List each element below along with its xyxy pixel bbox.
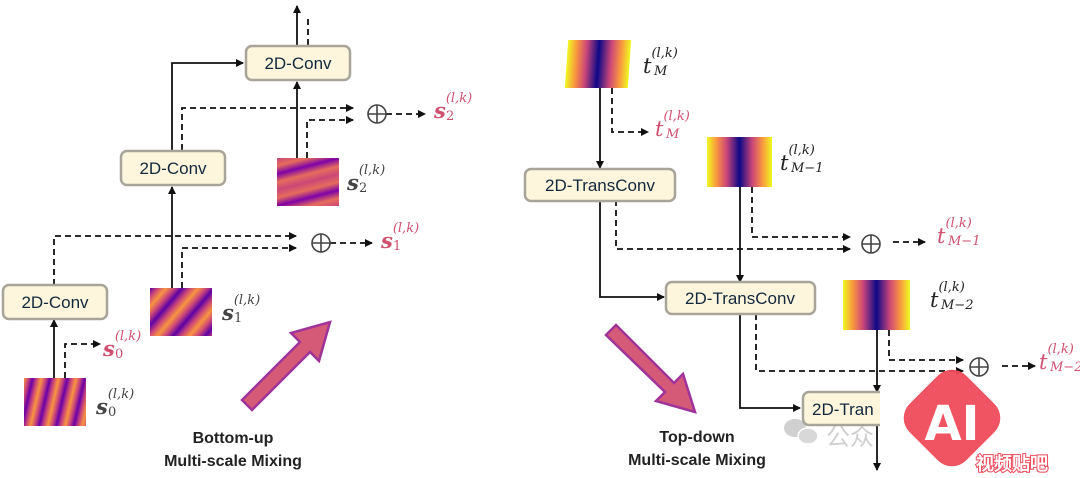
bottom-up-caption-sub: Multi-scale Mixing [164,453,302,470]
bottom-up-arrow-icon [240,320,332,412]
top-down-arrow-icon [604,323,697,414]
top-down-panel: 2D-TransConv 2D-TransConv 2D-Tran t(l,k)… [523,40,1080,471]
svg-text:2D-TransConv: 2D-TransConv [685,289,795,308]
s2-heatmap [277,158,339,206]
svg-text:2D-Conv: 2D-Conv [139,159,207,178]
wechat-watermark: 公众 [784,419,874,451]
svg-text:视频贴吧: 视频贴吧 [976,453,1048,475]
s0-heatmap [24,378,86,426]
svg-text:2D-Tran: 2D-Tran [812,400,874,419]
transconv-block-3: 2D-Tran [801,390,880,427]
add-node-icon [969,357,989,377]
tM-1-heatmap [707,137,772,187]
add-node-icon [861,234,881,254]
svg-text:公众: 公众 [826,423,874,451]
bottom-up-panel: 2D-Conv 2D-Conv 2D-Conv s(l,k)0 s(l,k)1 … [1,5,472,470]
s1-heatmap [150,288,212,336]
add-node-icon [367,104,387,124]
tM-input-label: t(l,k)M [643,46,678,79]
conv-block-bottom: 2D-Conv [1,283,109,321]
svg-text:2D-Conv: 2D-Conv [264,54,332,73]
add-node-icon [311,233,331,253]
tM-1-output-label: t(l,k)M−1 [937,216,980,249]
transconv-block-1: 2D-TransConv [523,167,677,203]
s2-output-label: s(l,k)2 [433,91,472,124]
conv-block-top: 2D-Conv [244,44,352,82]
bottom-up-caption: Bottom-up [193,430,274,447]
svg-text:AI: AI [924,396,979,452]
s2-input-label: s(l,k)2 [346,163,385,196]
wechat-icon [784,419,819,445]
s1-input-label: s(l,k)1 [221,293,260,326]
s0-input-label: s(l,k)0 [95,387,134,420]
tM-1-input-label: t(l,k)M−1 [780,143,823,176]
tM-output-label: t(l,k)M [655,109,690,142]
tM-2-heatmap [843,280,910,330]
s1-output-label: s(l,k)1 [380,221,419,254]
tM-2-output-label: t(l,k)M−2 [1039,342,1080,375]
ai-logo: AI 视频贴吧 [903,369,1049,476]
svg-text:2D-TransConv: 2D-TransConv [545,176,655,195]
transconv-block-2: 2D-TransConv [664,280,817,316]
top-down-caption-sub: Multi-scale Mixing [628,452,766,469]
svg-text:2D-Conv: 2D-Conv [21,293,89,312]
s0-output-label: s(l,k)0 [102,329,141,362]
conv-block-middle: 2D-Conv [119,149,227,187]
tM-heatmap [564,40,632,88]
top-down-caption: Top-down [659,429,734,446]
tM-2-input-label: t(l,k)M−2 [930,280,973,313]
